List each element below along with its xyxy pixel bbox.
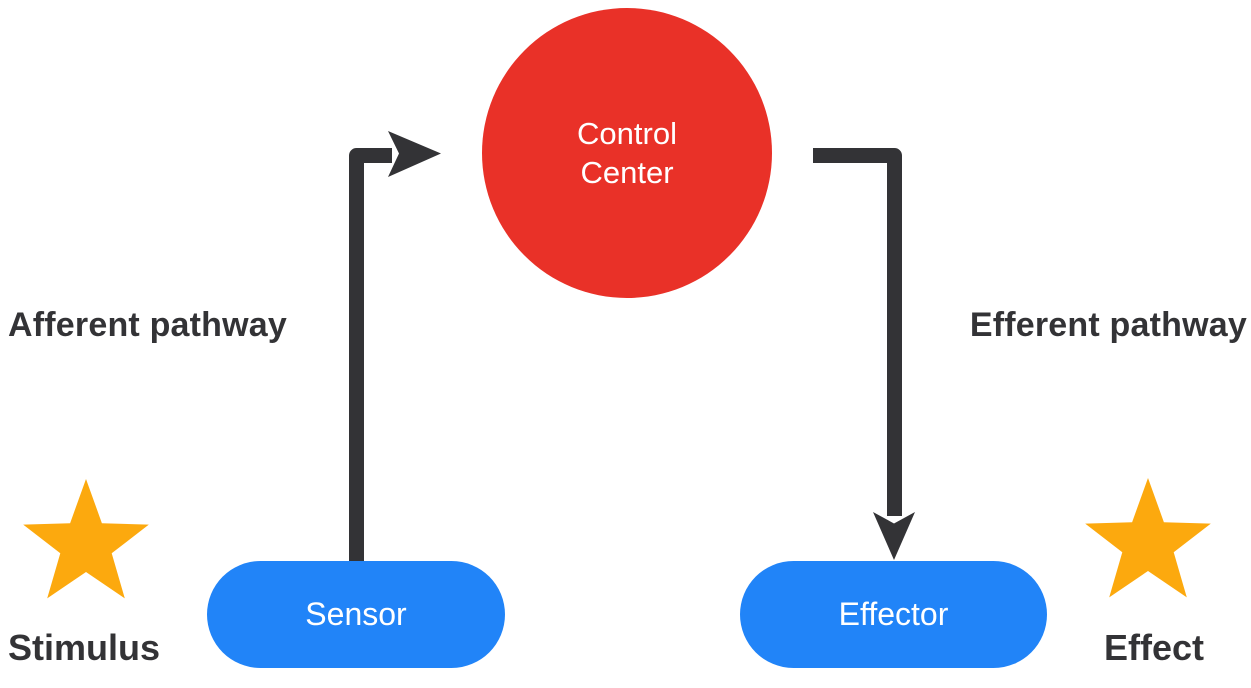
stimulus-star-icon [23,479,149,599]
afferent-arrowhead-icon [388,131,441,177]
efferent-arrow-line [813,148,902,516]
effector-label: Effector [838,596,949,632]
control-center-node: Control Center [482,8,772,298]
efferent-pathway-label: Efferent pathway [969,306,1247,344]
effect-label: Effect [1103,627,1205,668]
control-center-label: Control Center [577,114,677,192]
effector-node: Effector [740,561,1047,668]
control-center-label-line2: Center [580,155,674,190]
efferent-arrowhead-icon [873,512,915,560]
afferent-pathway-label: Afferent pathway [8,306,288,344]
afferent-arrow-line [349,148,392,565]
control-center-label-line1: Control [577,115,677,151]
sensor-node: Sensor [207,561,505,668]
sensor-label: Sensor [305,596,407,632]
stimulus-label: Stimulus [8,627,161,668]
effect-star-icon [1085,478,1211,598]
